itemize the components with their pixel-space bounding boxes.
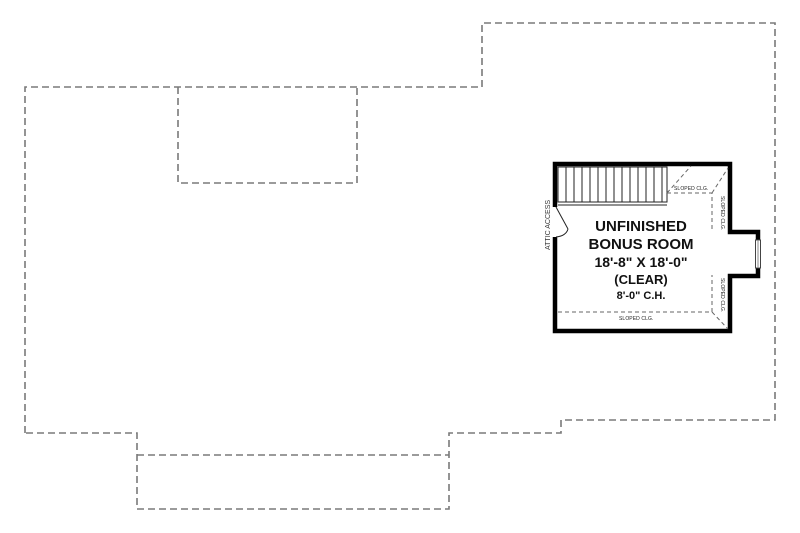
bonus-room-walls bbox=[552, 161, 761, 334]
room-clear-note: (CLEAR) bbox=[614, 272, 668, 287]
room-title: UNFINISHED BONUS ROOM bbox=[578, 218, 704, 254]
stairs bbox=[557, 166, 668, 206]
sloped-ceiling-lines bbox=[558, 165, 729, 330]
sloped-ceiling-label-top: SLOPED CLG. bbox=[674, 186, 709, 192]
attic-access-door bbox=[555, 206, 569, 238]
dormer-window bbox=[755, 239, 761, 269]
room-title-line2: BONUS ROOM bbox=[588, 236, 694, 253]
outer-footprint bbox=[24, 22, 776, 510]
sloped-ceiling-label-bottom: SLOPED CLG. bbox=[619, 316, 654, 322]
room-ceiling-height: 8'-0" C.H. bbox=[616, 290, 666, 302]
main-floor-outline bbox=[24, 22, 776, 510]
room-title-line1: UNFINISHED bbox=[595, 218, 687, 235]
front-recess bbox=[177, 87, 358, 184]
attic-access-label: ATTIC ACCESS bbox=[545, 199, 552, 250]
sloped-ceiling-label-right-upper: SLOPED CLG. bbox=[719, 196, 725, 231]
room-dimensions: 18'-8" X 18'-0" bbox=[594, 254, 688, 270]
sloped-ceiling-label-right-lower: SLOPED CLG. bbox=[719, 278, 725, 313]
